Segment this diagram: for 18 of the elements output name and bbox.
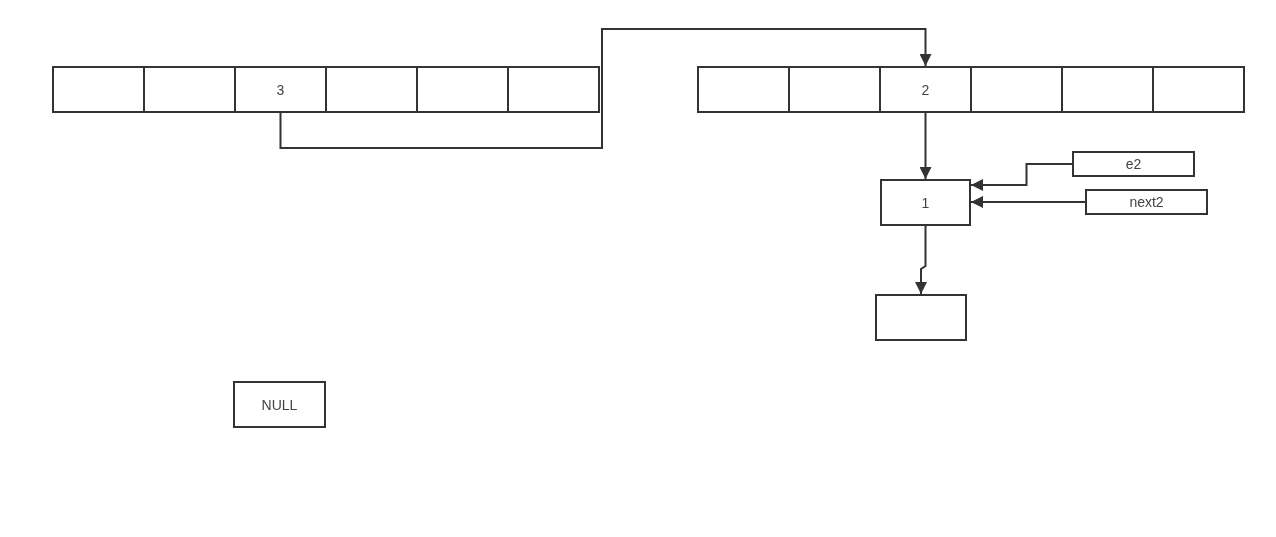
arrow bbox=[919, 112, 932, 180]
arrow bbox=[915, 225, 927, 295]
node-box bbox=[1072, 151, 1195, 177]
empty-box bbox=[875, 294, 967, 341]
node-label: 1 bbox=[921, 194, 930, 211]
node-box bbox=[1085, 189, 1208, 215]
node-label: next2 bbox=[1129, 194, 1164, 210]
arrow bbox=[970, 196, 1086, 208]
node-box bbox=[234, 66, 327, 113]
node-label: e2 bbox=[1125, 156, 1142, 172]
node-box bbox=[880, 179, 971, 226]
arrow bbox=[279, 28, 932, 149]
node-box bbox=[233, 381, 326, 428]
node-label: 2 bbox=[921, 81, 930, 98]
arrow bbox=[970, 163, 1073, 191]
node-box bbox=[879, 66, 972, 113]
node-label: 3 bbox=[276, 81, 285, 98]
node-label: NULL bbox=[261, 396, 298, 413]
